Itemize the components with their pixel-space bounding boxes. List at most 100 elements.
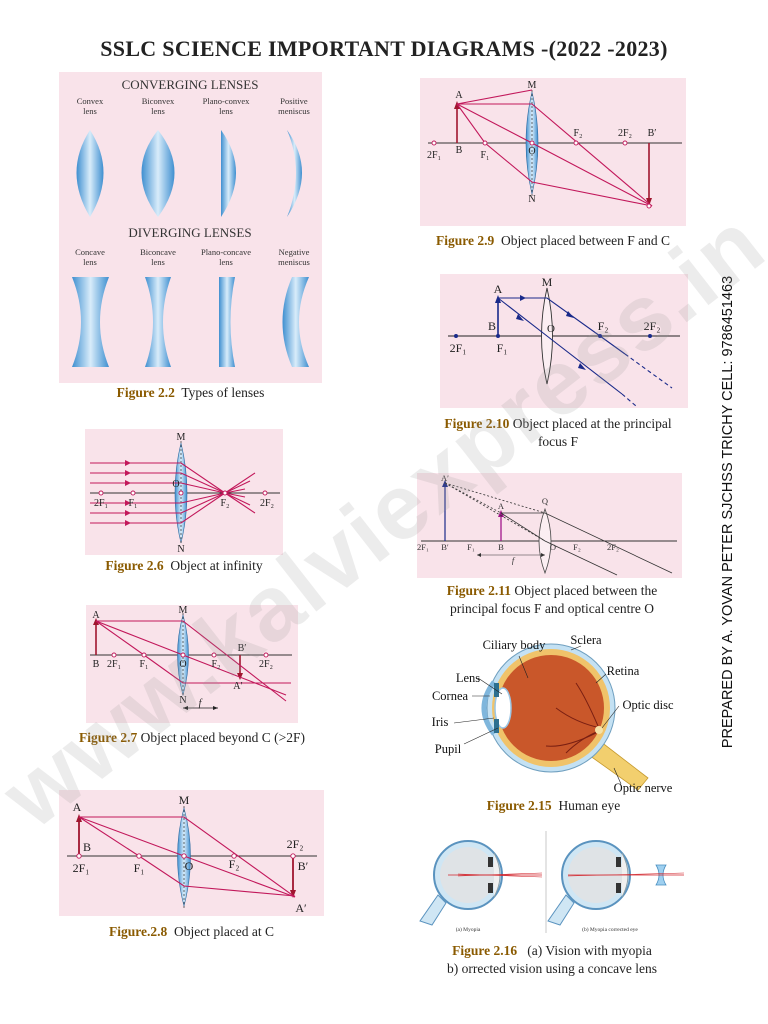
svg-text:Positive: Positive <box>280 96 308 106</box>
label-A: A <box>498 501 505 511</box>
focal-points <box>76 853 296 859</box>
side-credit-text: PREPARED BY A. YOVAN PETER SJCHSS TRICHY… <box>720 275 736 749</box>
fig22-caption-number: Figure 2.2 <box>116 385 175 400</box>
label-iris: Iris <box>432 715 449 729</box>
focal-points <box>111 652 269 658</box>
corrected-eye <box>547 840 685 926</box>
label-F1: F₁ <box>139 659 148 670</box>
label-myopia-corrected: (b) Myopia corrected eye <box>582 926 638 933</box>
fig26-caption: Figure 2.6 Object at infinity <box>85 557 283 575</box>
fig211-caption-text-2: principal focus F and optical centre O <box>450 601 654 616</box>
label-F1: F₁ <box>128 498 137 509</box>
fig216-caption-text: (a) Vision with myopia <box>527 943 652 958</box>
label-2F1: 2F₁ <box>107 659 121 670</box>
svg-text:Convex: Convex <box>77 96 104 106</box>
label-F2: F₂ <box>211 659 220 670</box>
fig215-caption: Figure 2.15 Human eye <box>416 797 691 815</box>
fig27-diagram: A B M N O 2F₁ F₁ F₂ B′ 2F₂ A′ f <box>90 605 292 710</box>
label-B: B <box>498 542 504 552</box>
svg-text:Biconcave: Biconcave <box>140 247 176 257</box>
fig210-panel <box>440 274 688 408</box>
fig210-caption-text: Object placed at the principal <box>512 416 672 431</box>
fig215-caption-text: Human eye <box>558 798 621 813</box>
label-F2: F₂ <box>573 542 581 552</box>
fig215-diagram: Ciliary body Sclera Retina Lens Cornea I… <box>432 633 674 795</box>
label-A: A <box>455 90 463 101</box>
optic-disc-shape <box>595 726 603 734</box>
ray-arrowheads <box>516 295 586 370</box>
fig26-caption-text: Object at infinity <box>170 558 263 573</box>
label-2F1: 2F₁ <box>450 341 467 355</box>
label-F1: F₁ <box>480 150 489 161</box>
fig216-caption: Figure 2.16 (a) Vision with myopia b) or… <box>412 942 692 978</box>
svg-text:lens: lens <box>83 106 97 116</box>
page-title: SSLC SCIENCE IMPORTANT DIAGRAMS -(2022 -… <box>100 36 668 61</box>
plano-concave-lens-shape <box>219 277 235 367</box>
fig29-caption-number: Figure 2.9 <box>435 233 495 248</box>
eye-interior <box>498 655 604 761</box>
label-2F1: 2F₁ <box>73 861 90 875</box>
label-Bprime: B′ <box>238 643 247 654</box>
fig26-caption-number: Figure 2.6 <box>105 558 164 573</box>
biconcave-lens-shape <box>145 277 171 367</box>
fig215-caption-number: Figure 2.15 <box>486 798 552 813</box>
label-2F1: 2F₁ <box>417 542 429 552</box>
label-N: N <box>528 194 535 205</box>
svg-text:lens: lens <box>219 257 233 267</box>
eye-lens-shape <box>494 687 512 729</box>
focal-points <box>454 334 652 338</box>
label-F1: F₁ <box>497 341 508 355</box>
label-A: A <box>73 800 82 814</box>
label-O: O <box>172 479 179 490</box>
label-M: M <box>177 432 186 443</box>
label-F2: F₂ <box>573 128 582 139</box>
fig210-diagram: A B M O 2F₁ F₁ F₂ 2F₂ <box>448 275 680 407</box>
label-2F2: 2F₂ <box>260 498 274 509</box>
svg-text:lens: lens <box>151 106 165 116</box>
fig27-caption-text: Object placed beyond C (>2F) <box>140 730 305 745</box>
positive-meniscus-shape <box>287 130 302 217</box>
fig29-caption: Figure 2.9 Object placed between F and C <box>420 232 686 250</box>
fig210-caption-number: Figure 2.10 <box>444 416 510 431</box>
label-O: O <box>550 542 556 552</box>
fig29-diagram: A B M N O 2F₁ F₁ F₂ 2F₂ B′ <box>427 80 682 209</box>
label-Q: Q <box>542 496 548 506</box>
label-B: B <box>93 659 100 670</box>
fig28-diagram: A B M O 2F₁ F₁ F₂ 2F₂ B′ A′ <box>67 793 317 915</box>
label-A: A <box>92 610 100 621</box>
label-F2: F₂ <box>220 498 229 509</box>
biconvex-lens-shape <box>141 130 175 217</box>
label-lens: Lens <box>456 671 480 685</box>
label-cornea: Cornea <box>432 689 469 703</box>
label-2F1: 2F₁ <box>427 150 441 161</box>
convex-lens-shape <box>76 130 104 217</box>
diverging-heading: DIVERGING LENSES <box>128 225 251 240</box>
fig22-panel <box>59 72 322 383</box>
parallel-rays <box>90 462 256 524</box>
label-pupil: Pupil <box>435 742 462 756</box>
concave-lens-shape <box>72 277 109 367</box>
label-F2: F₂ <box>229 857 240 871</box>
plano-convex-lens-shape <box>221 130 236 217</box>
label-O: O <box>179 659 186 670</box>
label-O: O <box>528 146 535 157</box>
label-retina: Retina <box>607 664 640 678</box>
fig27-panel <box>86 605 298 723</box>
fig28-caption-number: Figure.2.8 <box>108 924 168 939</box>
label-2F2: 2F₂ <box>259 659 273 670</box>
svg-text:lens: lens <box>219 106 233 116</box>
svg-text:Plano-concave: Plano-concave <box>201 247 251 257</box>
fig211-caption-text: Object placed between the <box>514 583 658 598</box>
fig22-caption: Figure 2.2 Types of lenses <box>59 384 322 402</box>
label-Bprime: B′ <box>648 128 657 139</box>
ray-arrowheads <box>125 460 131 526</box>
label-myopia: (a) Myopia <box>456 926 481 933</box>
label-sclera: Sclera <box>570 633 602 647</box>
label-2F2: 2F₂ <box>287 837 304 851</box>
